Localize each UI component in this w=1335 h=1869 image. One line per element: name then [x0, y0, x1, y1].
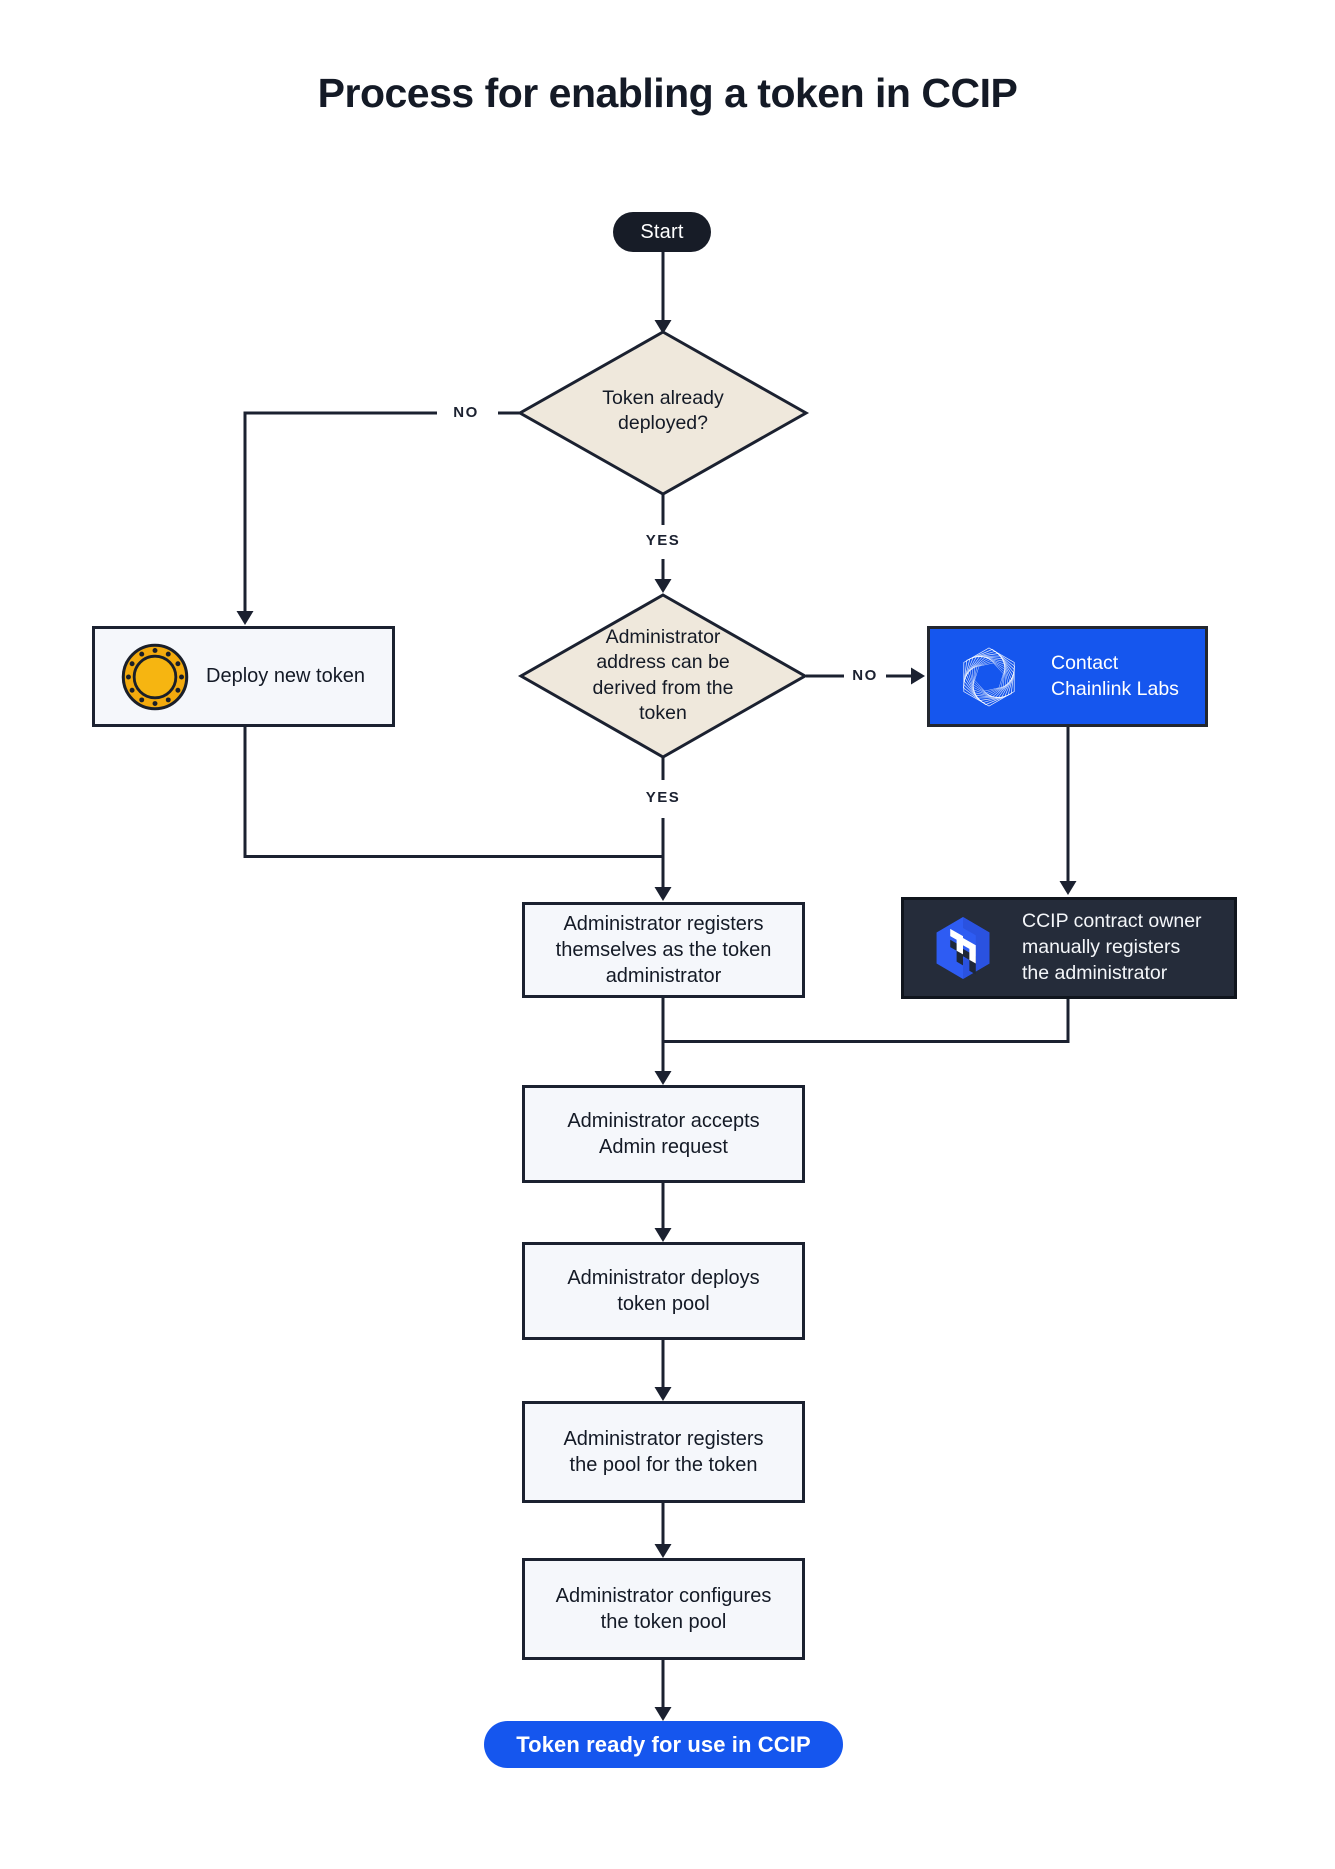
start-node: Start [613, 212, 711, 252]
coin-icon [121, 643, 189, 710]
arrowhead-configure-pool [654, 1544, 672, 1558]
deploy-pool-node: Administrator deploys token pool [522, 1242, 805, 1340]
contact-chainlink-labs-label: Contact Chainlink Labs [1051, 652, 1179, 700]
arrowhead-register-self [654, 887, 672, 901]
end-label: Token ready for use in CCIP [516, 1731, 811, 1757]
accept-request-node: Administrator accepts Admin request [522, 1085, 805, 1183]
arrowhead-end [654, 1707, 672, 1721]
arrowhead-accept-request [654, 1071, 672, 1085]
decision-token-already-deployed [516, 330, 810, 496]
decision2-label: Administrator address can be derived fro… [592, 626, 734, 725]
configure-pool-node: Administrator configures the token pool [522, 1558, 805, 1660]
page-title: Process for enabling a token in CCIP [317, 70, 1018, 116]
manual-register-label: CCIP contract owner manually registers t… [1022, 910, 1202, 984]
branch-label-yes-2: YES [645, 789, 681, 806]
register-pool-node: Administrator registers the pool for the… [522, 1401, 805, 1503]
decision1-label: Token already deployed? [602, 387, 724, 435]
arrowhead-decision1 [654, 320, 672, 334]
arrowhead-manual-register [1059, 881, 1077, 895]
start-label: Start [640, 220, 684, 243]
branch-label-no-1: NO [453, 404, 479, 421]
decision-admin-address-derivable [517, 593, 809, 759]
arrowhead-deploy-token [236, 611, 254, 625]
deploy-new-token-label: Deploy new token [206, 665, 365, 687]
edge-decision1-no [243, 411, 437, 612]
arrowhead-decision2 [654, 579, 672, 593]
branch-label-no-2: NO [852, 667, 878, 684]
chainlink-icon [963, 646, 1015, 707]
register-self-node: Administrator registers themselves as th… [522, 902, 805, 998]
manual-register-node: CCIP contract owner manually registers t… [901, 897, 1237, 999]
contact-chainlink-labs-node: Contact Chainlink Labs [927, 626, 1208, 727]
arrowhead-deploy-pool [654, 1228, 672, 1242]
edge-deploy-to-register [243, 727, 663, 858]
branch-label-yes-1: YES [645, 532, 681, 549]
deploy-new-token-node: Deploy new token [92, 626, 395, 727]
arrowhead-contact-labs [911, 667, 925, 685]
edge-manual-to-merge [663, 999, 1070, 1043]
end-node: Token ready for use in CCIP [484, 1721, 843, 1768]
ccip-icon [936, 917, 990, 979]
arrowhead-register-pool [654, 1387, 672, 1401]
